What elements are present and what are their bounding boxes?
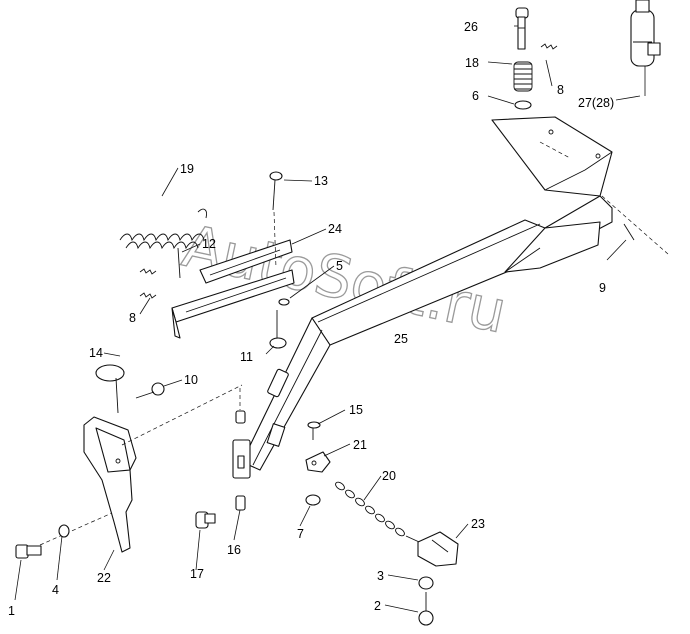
axis-line-2 xyxy=(39,512,113,546)
drawbar-frame xyxy=(232,116,613,479)
callout-21: 21 xyxy=(353,438,367,452)
washer-6 xyxy=(514,100,532,110)
pin-13 xyxy=(269,171,283,211)
callout-26: 26 xyxy=(464,20,478,34)
clevis-23 xyxy=(417,531,459,567)
bracket-22 xyxy=(83,416,137,553)
callout-3: 3 xyxy=(377,569,384,583)
callout-15: 15 xyxy=(349,403,363,417)
chain-20 xyxy=(335,481,429,547)
tow-bar-assembly xyxy=(630,0,661,96)
nut-3 xyxy=(418,576,434,590)
callout-19: 19 xyxy=(180,162,194,176)
pin-15 xyxy=(307,421,321,440)
clip-8-top xyxy=(540,43,558,50)
pin-10 xyxy=(135,382,165,399)
bushing-16 xyxy=(235,495,246,511)
callout-23: 23 xyxy=(471,517,485,531)
callouts: 1 2 3 4 5 6 7 8 8 9 10 11 12 13 14 15 16… xyxy=(8,20,614,618)
bushing-top xyxy=(235,410,246,424)
bracket-21 xyxy=(305,451,331,473)
callout-7: 7 xyxy=(297,527,304,541)
spring-19 xyxy=(119,208,207,250)
callout-17: 17 xyxy=(190,567,204,581)
callout-2: 2 xyxy=(374,599,381,613)
clip-8-left xyxy=(139,292,157,299)
handle-14 xyxy=(95,364,125,414)
callout-8-left: 8 xyxy=(129,311,136,325)
callout-14: 14 xyxy=(89,346,103,360)
callout-1: 1 xyxy=(8,604,15,618)
callout-11: 11 xyxy=(240,350,253,364)
spring-18 xyxy=(513,61,533,92)
callout-10: 10 xyxy=(184,373,198,387)
pin-9 xyxy=(623,223,635,241)
callout-22: 22 xyxy=(97,571,111,585)
callout-12: 12 xyxy=(202,237,216,251)
callout-27-28: 27(28) xyxy=(578,96,614,110)
washer-7 xyxy=(305,494,321,506)
callout-25: 25 xyxy=(394,332,408,346)
pin-26 xyxy=(515,7,529,50)
axis-line xyxy=(121,384,243,446)
callout-18: 18 xyxy=(465,56,479,70)
callout-6: 6 xyxy=(472,89,479,103)
callout-24: 24 xyxy=(328,222,342,236)
latch-17 xyxy=(195,511,216,529)
callout-20: 20 xyxy=(382,469,396,483)
callout-8-top: 8 xyxy=(557,83,564,97)
bolt-2 xyxy=(418,592,434,626)
callout-4: 4 xyxy=(52,583,59,597)
clip-12 xyxy=(139,268,157,275)
callout-13: 13 xyxy=(314,174,328,188)
washer-5 xyxy=(278,298,290,306)
washer-4 xyxy=(58,524,70,538)
callout-16: 16 xyxy=(227,543,241,557)
callout-5: 5 xyxy=(336,259,343,273)
leader-lines xyxy=(14,25,641,613)
pin-11 xyxy=(269,310,287,349)
pin-12 xyxy=(177,247,181,279)
callout-9: 9 xyxy=(599,281,606,295)
plate-24 xyxy=(171,239,295,339)
bolt-1 xyxy=(15,544,42,559)
